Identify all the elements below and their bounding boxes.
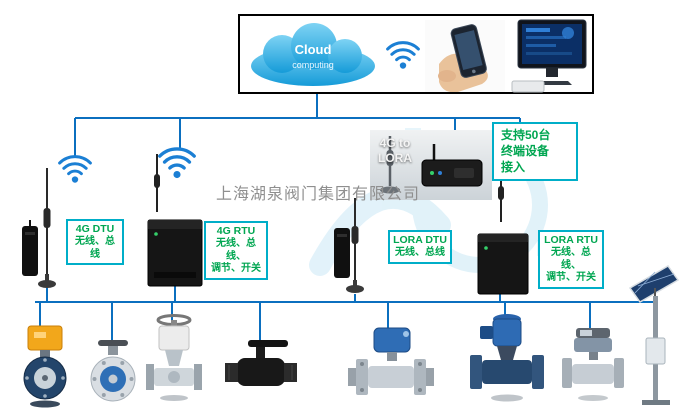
gateway-photo: 4G to LORA [370,130,492,200]
butterfly-valve-manual-blue [90,340,136,402]
4g-dtu-device [22,220,38,276]
lora-gateway-image [380,136,483,194]
device-desc: 无线、总线、 调节、开关 [211,238,261,275]
wifi-icon [158,147,196,179]
butterfly-valve-electric-yellow [23,325,67,408]
cloud-title: Cloud [295,42,332,57]
device-desc: 无线、总线 [395,247,445,259]
4g-rtu-device [147,219,203,287]
ball-valve-flanged-electric-gray [562,328,624,401]
whip-antenna-icon [154,154,160,212]
device-label-4g-rtu: 4G RTU 无线、总线、 调节、开关 [204,221,268,280]
lora-dtu-device [334,228,350,278]
desktop-computer-image [511,19,587,93]
device-label-lora-dtu: LORA DTU 无线、总线 [388,230,452,264]
cloud-platform-box: Cloud computing [238,14,594,94]
solar-powered-terminal-pole [628,265,680,405]
wifi-icon [58,155,92,183]
device-desc: 无线、总线 [75,236,115,260]
device-label-4g-dtu: 4G DTU 无线、总线 [66,219,124,266]
globe-valve-electric-blue [470,314,544,402]
cloud-computing-icon: Cloud computing [251,23,375,86]
terminal-capacity-callout: 支持50台 终端设备 接入 [492,122,578,181]
company-watermark: 上海湖泉阀门集团有限公司 [216,186,421,203]
wifi-icon [386,41,420,69]
whip-antenna-icon [38,168,56,288]
gate-valve-actuated-white [146,314,202,401]
device-title: LORA DTU [393,234,447,246]
device-title: 4G DTU [75,223,115,235]
device-label-lora-rtu: LORA RTU 无线、总线、 调节、开关 [538,230,604,289]
gateway-label: 4G to LORA [378,136,412,165]
device-title: 4G RTU [216,225,256,237]
device-desc: 无线、总线、 调节、开关 [546,247,596,284]
whip-antenna-icon [346,198,364,293]
hand-holding-smartphone-image [425,20,505,92]
ball-valve-flanged-electric-blue [348,327,434,395]
ball-valve-black-threaded [225,340,297,386]
device-title: LORA RTU [544,234,598,246]
lora-rtu-device [477,233,529,295]
cloud-subtitle: computing [292,60,334,70]
